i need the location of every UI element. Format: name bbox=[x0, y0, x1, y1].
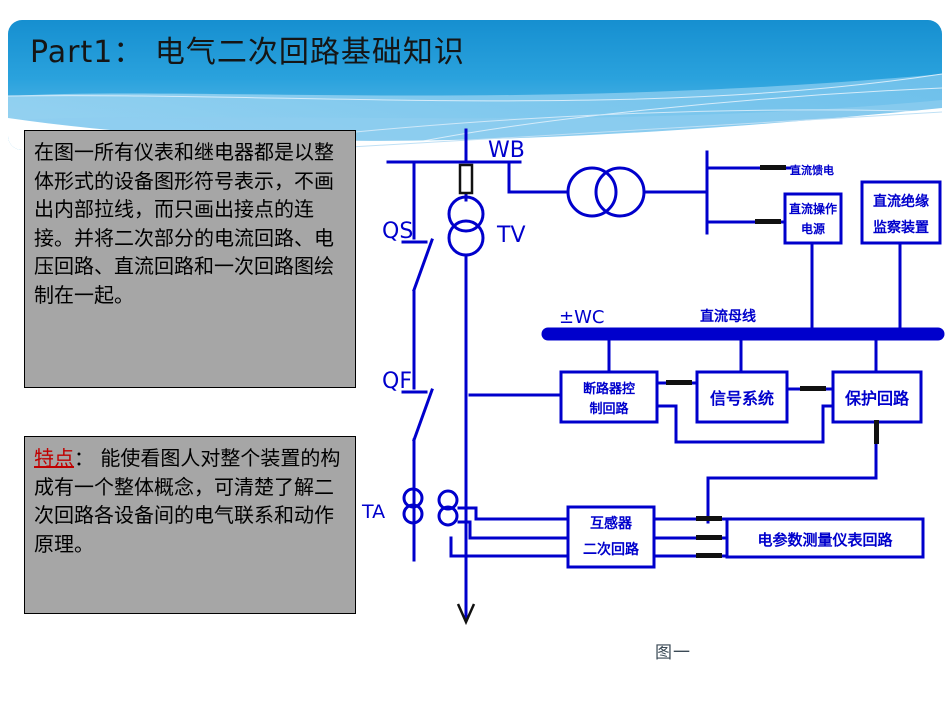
dc-operation-power-box bbox=[783, 192, 843, 245]
signal-system-box bbox=[695, 370, 789, 424]
qf-blade bbox=[412, 388, 434, 442]
transformer-secondary-box bbox=[566, 505, 656, 569]
tv-coil-lower bbox=[447, 219, 485, 257]
label-qf: QF bbox=[382, 369, 412, 394]
arrow-meas-in-1 bbox=[696, 516, 722, 521]
label-dc-busbar: 直流母线 bbox=[700, 308, 756, 325]
description-text: 在图一所有仪表和继电器都是以整体形式的设备图形符号表示，不画出内部拉线，而只画出… bbox=[34, 140, 334, 307]
signal-system-label: 信号系统 bbox=[710, 389, 774, 408]
arrow-protection-down bbox=[874, 420, 879, 444]
title-banner: Part1： 电气二次回路基础知识 bbox=[0, 0, 950, 150]
figure-caption: 图一 bbox=[655, 643, 691, 663]
protection-circuit-box bbox=[831, 370, 923, 424]
banner-line-a bbox=[8, 73, 942, 102]
arrow-dc-power bbox=[755, 219, 781, 224]
arrow-dc-feed bbox=[760, 165, 786, 170]
feature-label: 特点 bbox=[34, 446, 74, 470]
arrow-meas-in-2 bbox=[696, 535, 722, 540]
transformer-coil-right bbox=[594, 166, 646, 218]
arrow-protection-in bbox=[800, 386, 826, 391]
transformer-secondary-line1: 互感器 bbox=[590, 515, 633, 532]
breaker-control-box bbox=[559, 370, 659, 424]
measurement-circuit-label: 电参数测量仪表回路 bbox=[757, 531, 893, 549]
label-wc: ±WC bbox=[559, 307, 604, 328]
feature-separator: ： bbox=[74, 446, 101, 470]
dc-operation-power-line2: 电源 bbox=[801, 221, 825, 236]
transformer-coil-left bbox=[566, 166, 618, 218]
junction-markers bbox=[666, 165, 879, 558]
dc-insulation-monitor-line1: 直流绝缘 bbox=[873, 193, 929, 210]
transformer-secondary-line2: 二次回路 bbox=[583, 541, 640, 558]
description-box: 在图一所有仪表和继电器都是以整体形式的设备图形符号表示，不画出内部拉线，而只画出… bbox=[24, 130, 356, 388]
qs-blade bbox=[412, 238, 434, 292]
measurement-circuit-box bbox=[725, 517, 925, 559]
page-title: Part1： 电气二次回路基础知识 bbox=[30, 35, 465, 70]
breaker-control-line1: 断路器控 bbox=[583, 381, 635, 397]
tv-coil-upper bbox=[447, 195, 485, 233]
label-tv: TV bbox=[496, 223, 526, 248]
fuse-symbol bbox=[458, 163, 474, 195]
dc-insulation-monitor-line2: 监察装置 bbox=[873, 219, 929, 236]
feeder-arrow-icon bbox=[456, 603, 476, 626]
ta-symbol-lower-a bbox=[402, 503, 424, 525]
arrow-signal-in bbox=[666, 380, 692, 385]
banner-line-b bbox=[379, 87, 942, 150]
arrow-meas-in-3 bbox=[696, 553, 722, 558]
ta-symbol-upper-b bbox=[437, 489, 459, 511]
dc-operation-power-line1: 直流操作 bbox=[789, 201, 837, 216]
feature-box: 特点： 能使看图人对整个装置的构成有一个整体概念，可清楚了解二次回路各设备间的电… bbox=[24, 436, 356, 614]
dc-insulation-monitor-box bbox=[860, 180, 942, 245]
breaker-control-line2: 制回路 bbox=[589, 401, 629, 417]
banner-graphic bbox=[8, 20, 942, 150]
ta-symbol-lower-b bbox=[437, 505, 459, 527]
ta-symbol-upper-a bbox=[402, 487, 424, 509]
label-ta: TA bbox=[361, 501, 385, 523]
label-qs: QS bbox=[382, 219, 413, 244]
label-dc-feed: 直流馈电 bbox=[790, 163, 834, 177]
feature-text: 能使看图人对整个装置的构成有一个整体概念，可清楚了解二次回路各设备间的电气联系和… bbox=[34, 446, 341, 556]
protection-circuit-label: 保护回路 bbox=[844, 389, 910, 408]
